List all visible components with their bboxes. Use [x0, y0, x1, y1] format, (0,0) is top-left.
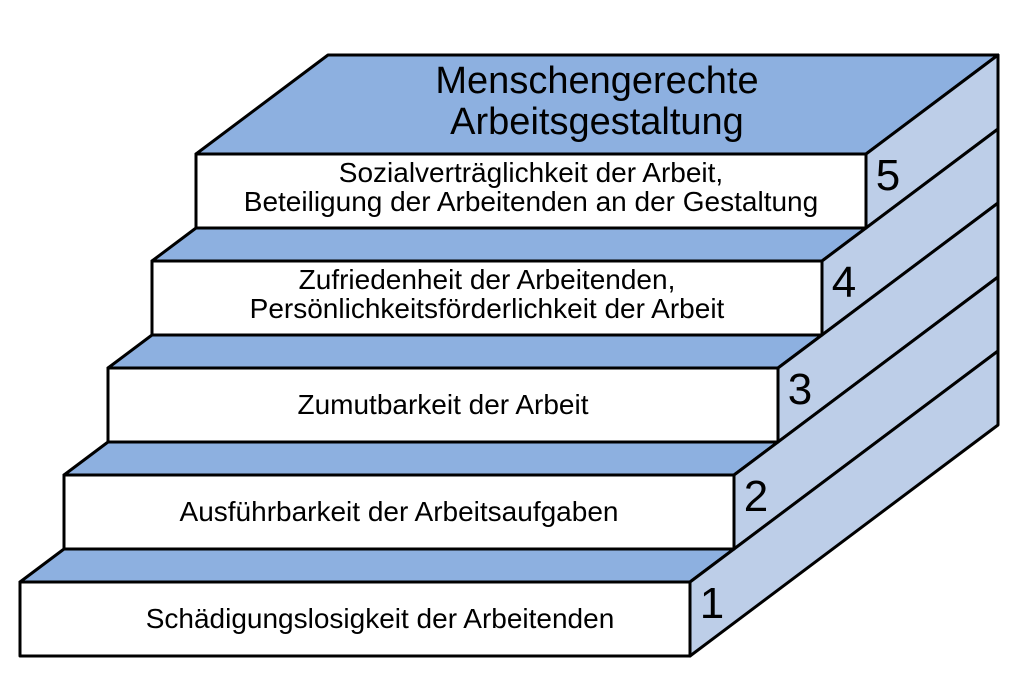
- step-2-label: Ausführbarkeit der Arbeitsaufgaben: [180, 496, 619, 527]
- step-1-front-face: [18, 580, 692, 658]
- step-2-number: 2: [744, 472, 768, 521]
- step-3-number: 3: [788, 365, 812, 414]
- step-4-number: 4: [832, 258, 856, 307]
- step-3-front-face: [106, 366, 780, 444]
- step-2-front-face: [62, 473, 736, 551]
- step-1-number: 1: [700, 579, 724, 628]
- diagram-title-line-2: Arbeitsgestaltung: [450, 101, 744, 143]
- step-5-label-line-1: Sozialverträglichkeit der Arbeit,: [339, 157, 723, 188]
- step-1-tread-face: [18, 547, 736, 584]
- step-5-front-face: [194, 152, 868, 230]
- step-5-number: 5: [876, 151, 900, 200]
- step-4-label-line-2: Persönlichkeitsförderlichkeit der Arbeit: [250, 293, 725, 324]
- step-5-label-line-2: Beteiligung der Arbeitenden an der Gesta…: [244, 186, 818, 217]
- step-4-front-face: [150, 259, 824, 337]
- step-4-tread-face: [150, 226, 868, 263]
- step-3-label: Zumutbarkeit der Arbeit: [297, 389, 588, 420]
- step-4-label-line-1: Zufriedenheit der Arbeitenden,: [299, 264, 676, 295]
- diagram-title-line-1: Menschengerechte: [435, 60, 758, 102]
- step-3-tread-face: [106, 333, 824, 370]
- step-2-tread-face: [62, 440, 780, 477]
- step-1-label: Schädigungslosigkeit der Arbeitenden: [146, 603, 615, 634]
